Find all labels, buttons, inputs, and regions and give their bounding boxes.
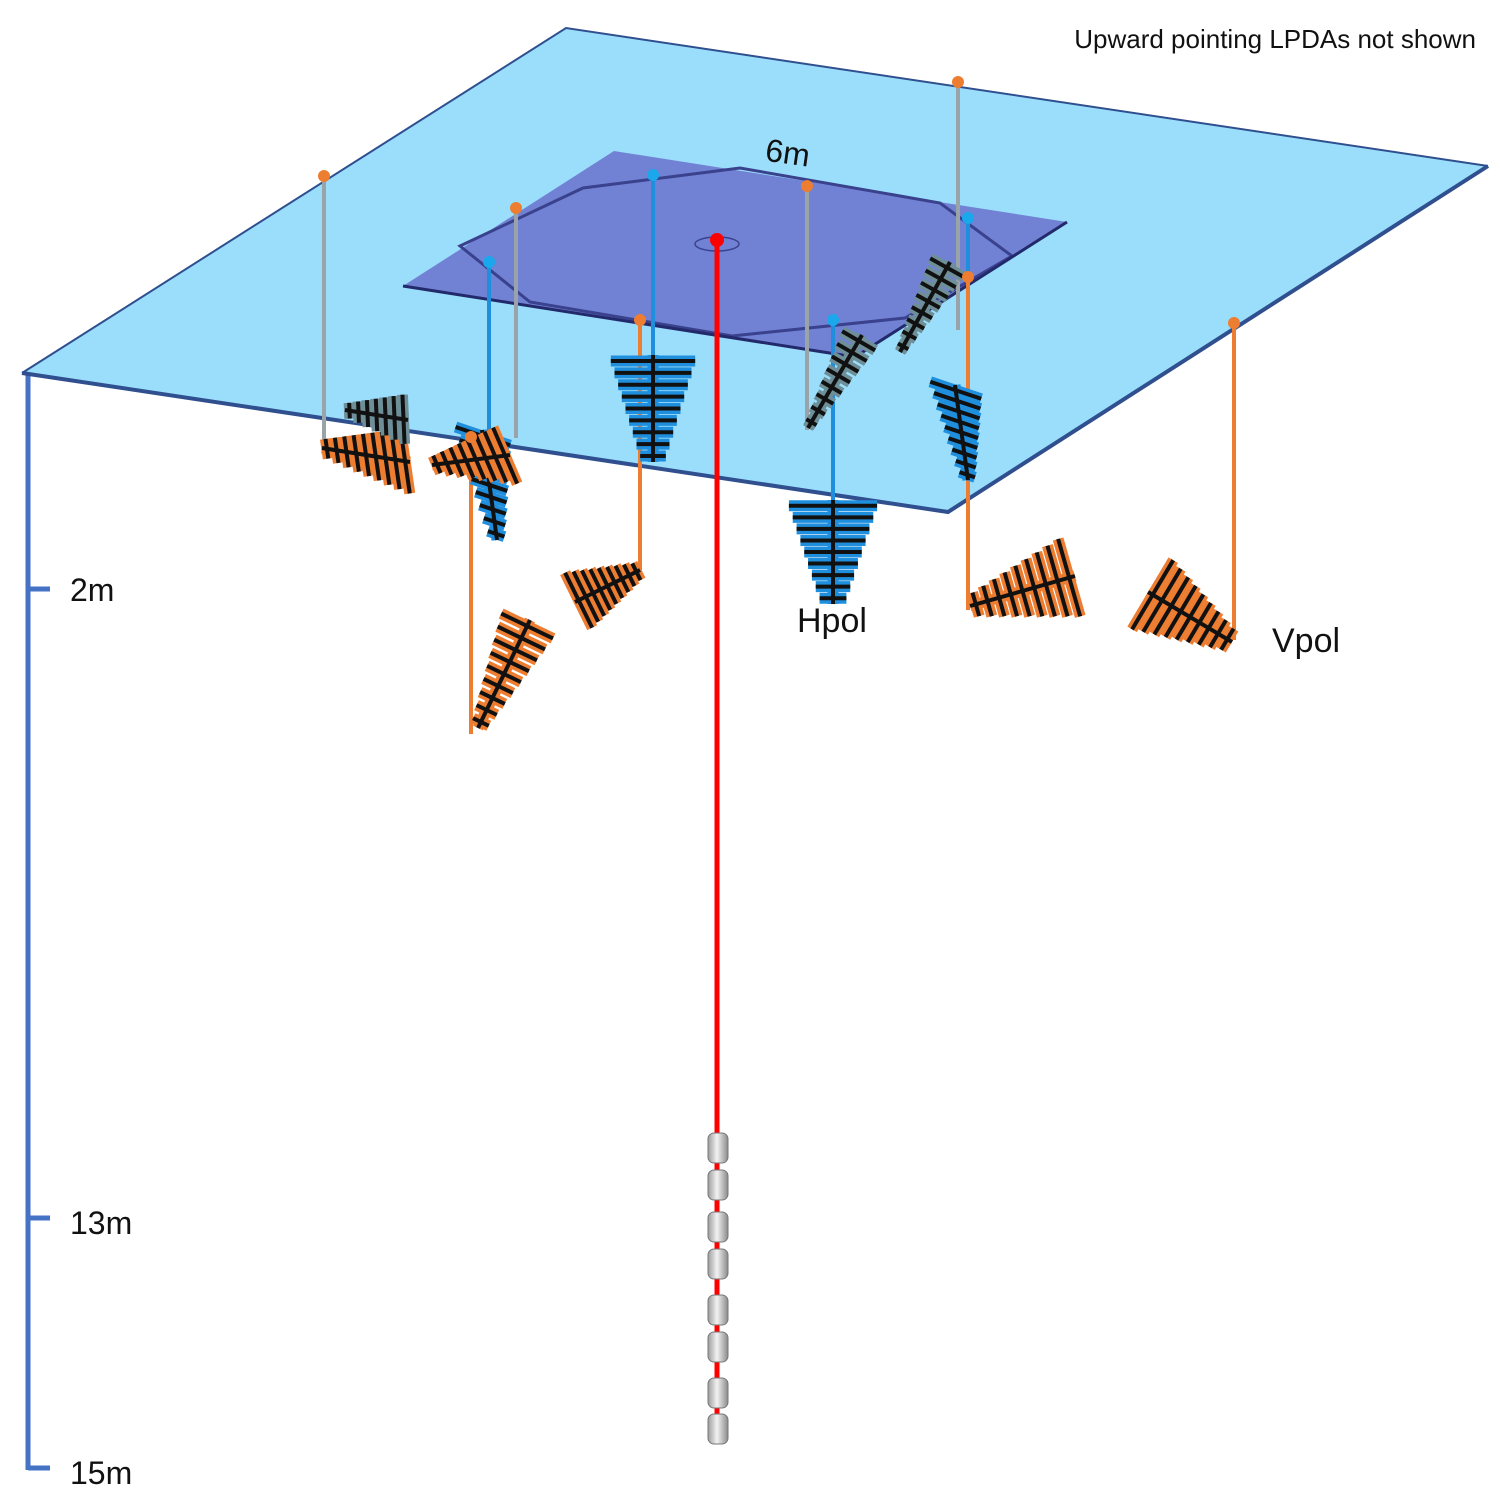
hpol-endpoint [962,212,974,224]
depth-tick-2m: 2m [70,572,114,608]
vpol-endpoint [801,180,813,192]
hpol-endpoint [483,256,495,268]
vpol-lpda-icon [967,537,1086,618]
gray-cables [322,82,960,440]
vpol-endpoint [465,431,477,443]
depth-tick-13m: 13m [70,1205,132,1241]
hpol-endpoint [827,314,839,326]
vpol-lpda-icon [560,560,646,631]
hpol-lpda-icon [788,500,878,604]
vpol-endpoint [962,271,974,283]
vpol-endpoint [1228,317,1240,329]
vpol-lpda-icon [1127,557,1239,653]
capsule-icon [707,1169,729,1201]
capsule-icon [707,1413,729,1445]
vpol-endpoint [318,170,330,182]
top-note: Upward pointing LPDAs not shown [1074,24,1476,54]
vpol-lpda-icon [343,394,411,445]
cable-endpoints [318,76,1240,443]
hpol-lpda-icon [928,376,983,483]
capsule-icon [707,1294,729,1326]
capsule-icon [707,1377,729,1409]
capsule-icon [707,1132,729,1164]
depth-tick-15m: 15m [70,1455,132,1491]
hpol-lpda-icon [610,355,696,462]
capsule-icon [707,1331,729,1363]
hpol-label: Hpol [797,602,867,640]
capsules [707,1132,729,1445]
dimension-label: 6m [763,132,812,174]
vpol-lpda-icon [320,428,416,495]
ground-plane-edge [21,26,1489,374]
vpol-label: Vpol [1272,622,1340,660]
vpol-lpda-icon [803,326,878,431]
vpol-lpda-icon [895,253,967,355]
vpol-endpoint [634,314,646,326]
depth-axis [25,373,50,1471]
vpol-endpoint [952,76,964,88]
capsule-icon [707,1211,729,1243]
vpol-endpoint [510,202,522,214]
capsule-icon [707,1248,729,1280]
vpol-lpda-icon [428,425,523,486]
hpol-endpoint [647,169,659,181]
ground-plane-front-edge [21,164,1490,515]
lpda-antennas [320,253,1239,731]
vpol-lpda-icon [470,608,556,731]
inner-square [403,151,1067,357]
string-endpoint [710,233,724,247]
